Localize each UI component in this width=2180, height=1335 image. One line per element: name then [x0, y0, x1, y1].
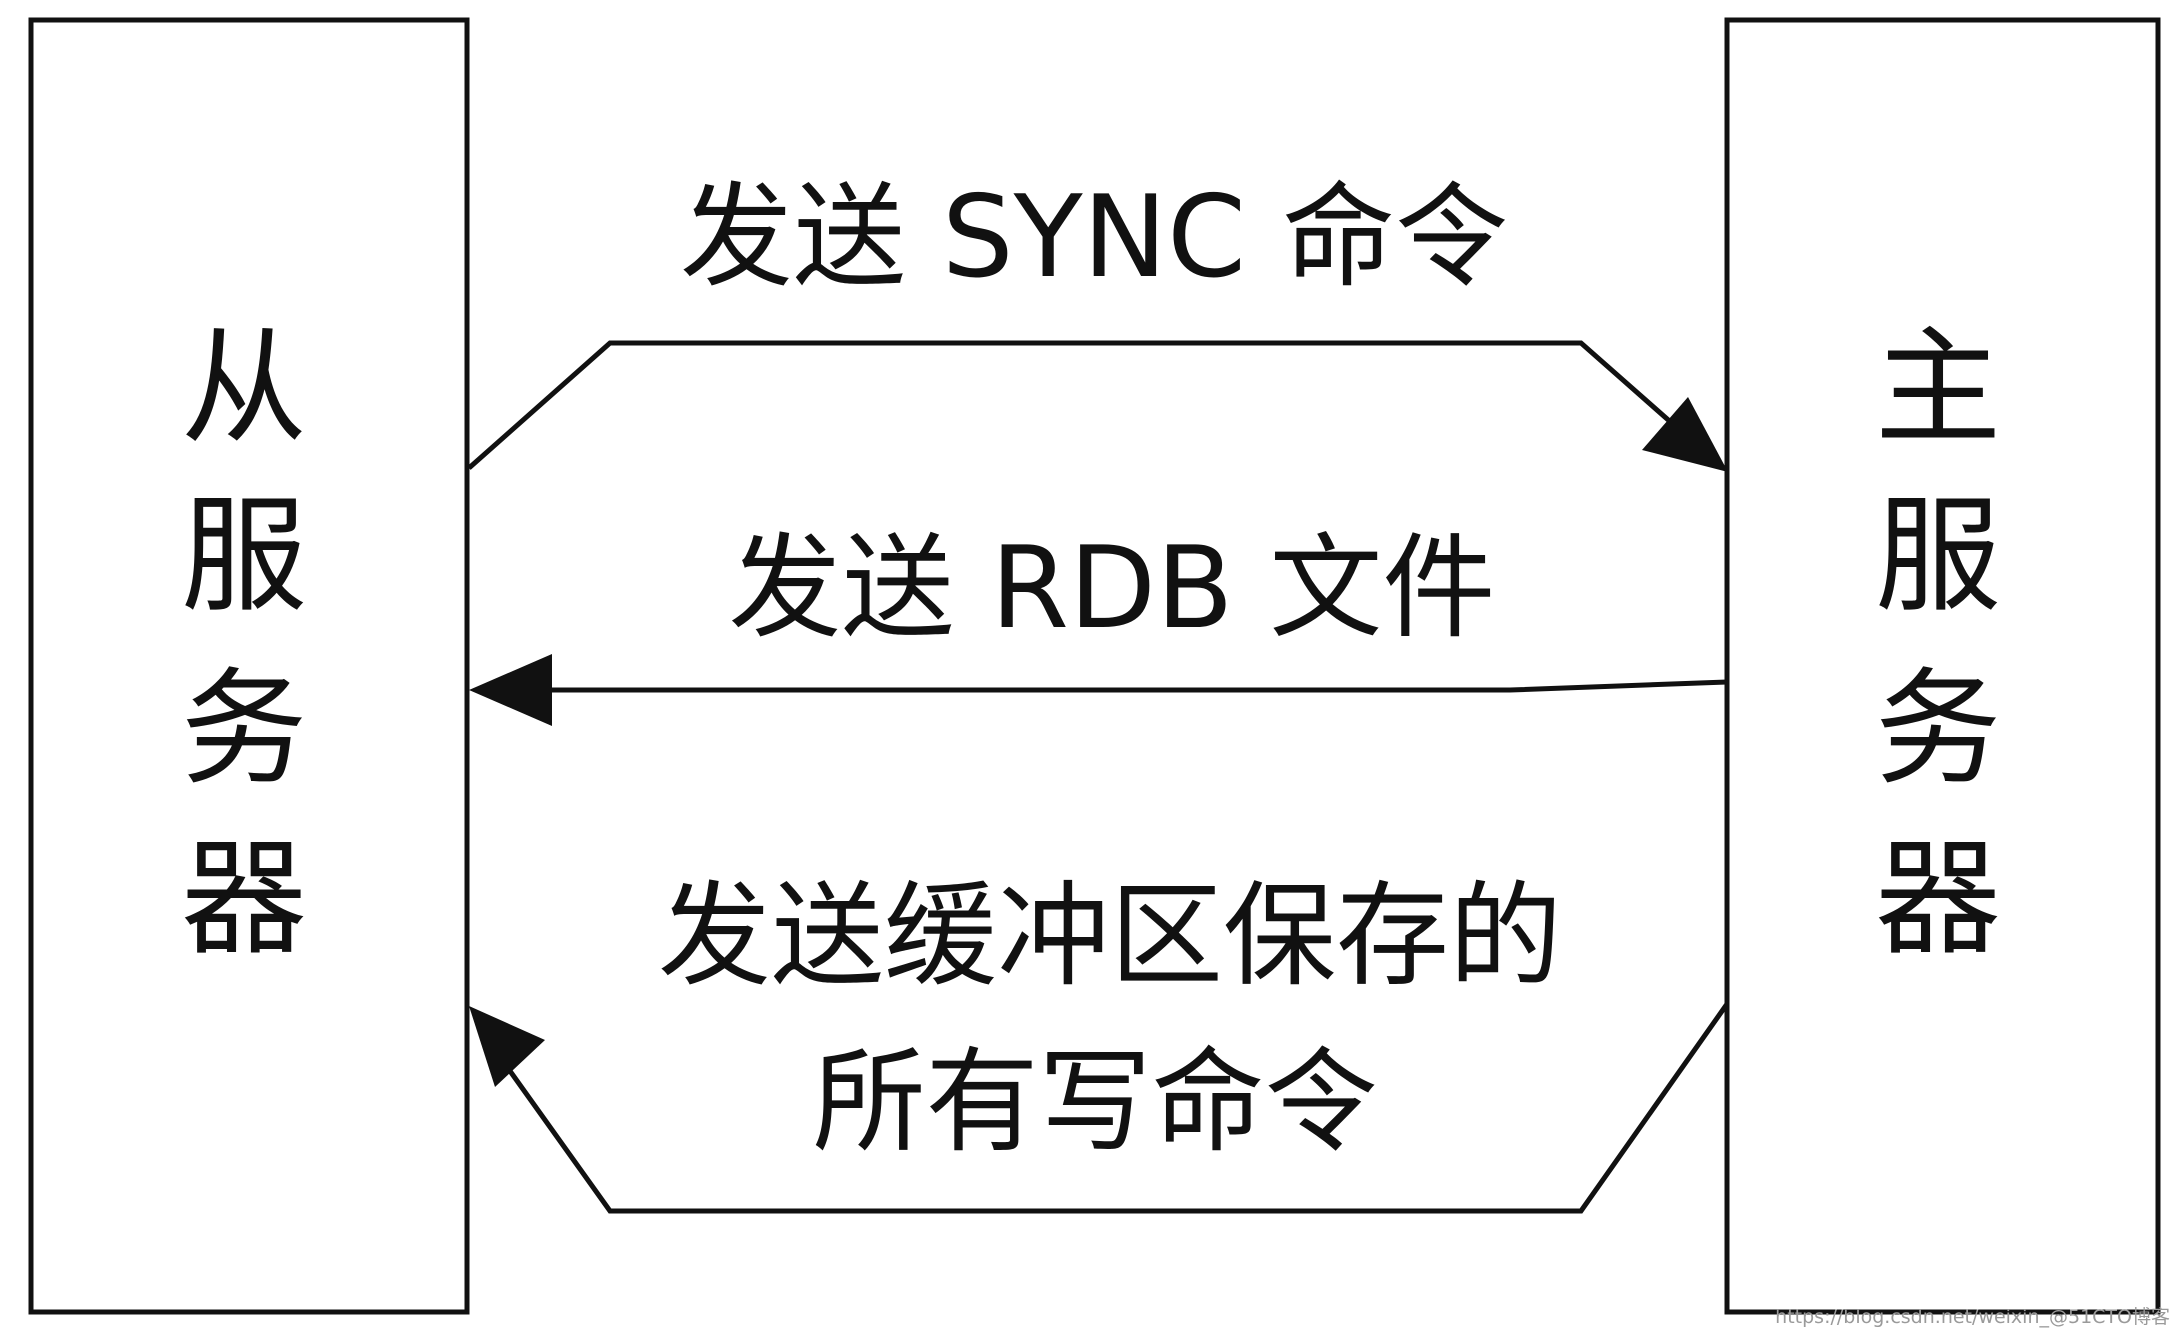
buffer-edge-label-line-2: 所有写命令	[813, 1036, 1378, 1168]
slave-label-char-2: 服	[181, 483, 307, 630]
rdb-arrowhead	[469, 654, 552, 726]
slave-label-char-4: 器	[181, 826, 307, 973]
sync-arrow-line	[467, 340, 1710, 470]
master-server-box	[1724, 17, 2161, 1315]
master-label-char-2: 服	[1875, 483, 2001, 630]
rdb-arrow-line	[540, 679, 1728, 693]
master-label-char-1: 主	[1875, 315, 2001, 462]
watermark-text: https://blog.csdn.net/weixin_@51CTO博客	[1775, 1306, 2170, 1328]
master-label-char-3: 务	[1875, 656, 2001, 803]
buffer-arrowhead	[469, 1006, 545, 1087]
buffer-edge-label-line-1: 发送缓冲区保存的	[658, 870, 1562, 1002]
sync-edge-label: 发送 SYNC 命令	[680, 171, 1508, 303]
slave-label-char-3: 务	[181, 656, 307, 803]
rdb-edge-label: 发送 RDB 文件	[729, 522, 1496, 654]
slave-label-char-1: 从	[181, 315, 307, 462]
sync-arrowhead	[1642, 397, 1728, 472]
slave-server-box	[28, 17, 470, 1315]
master-label-char-4: 器	[1875, 826, 2001, 973]
buffer-arrow-line	[492, 1002, 1730, 1214]
